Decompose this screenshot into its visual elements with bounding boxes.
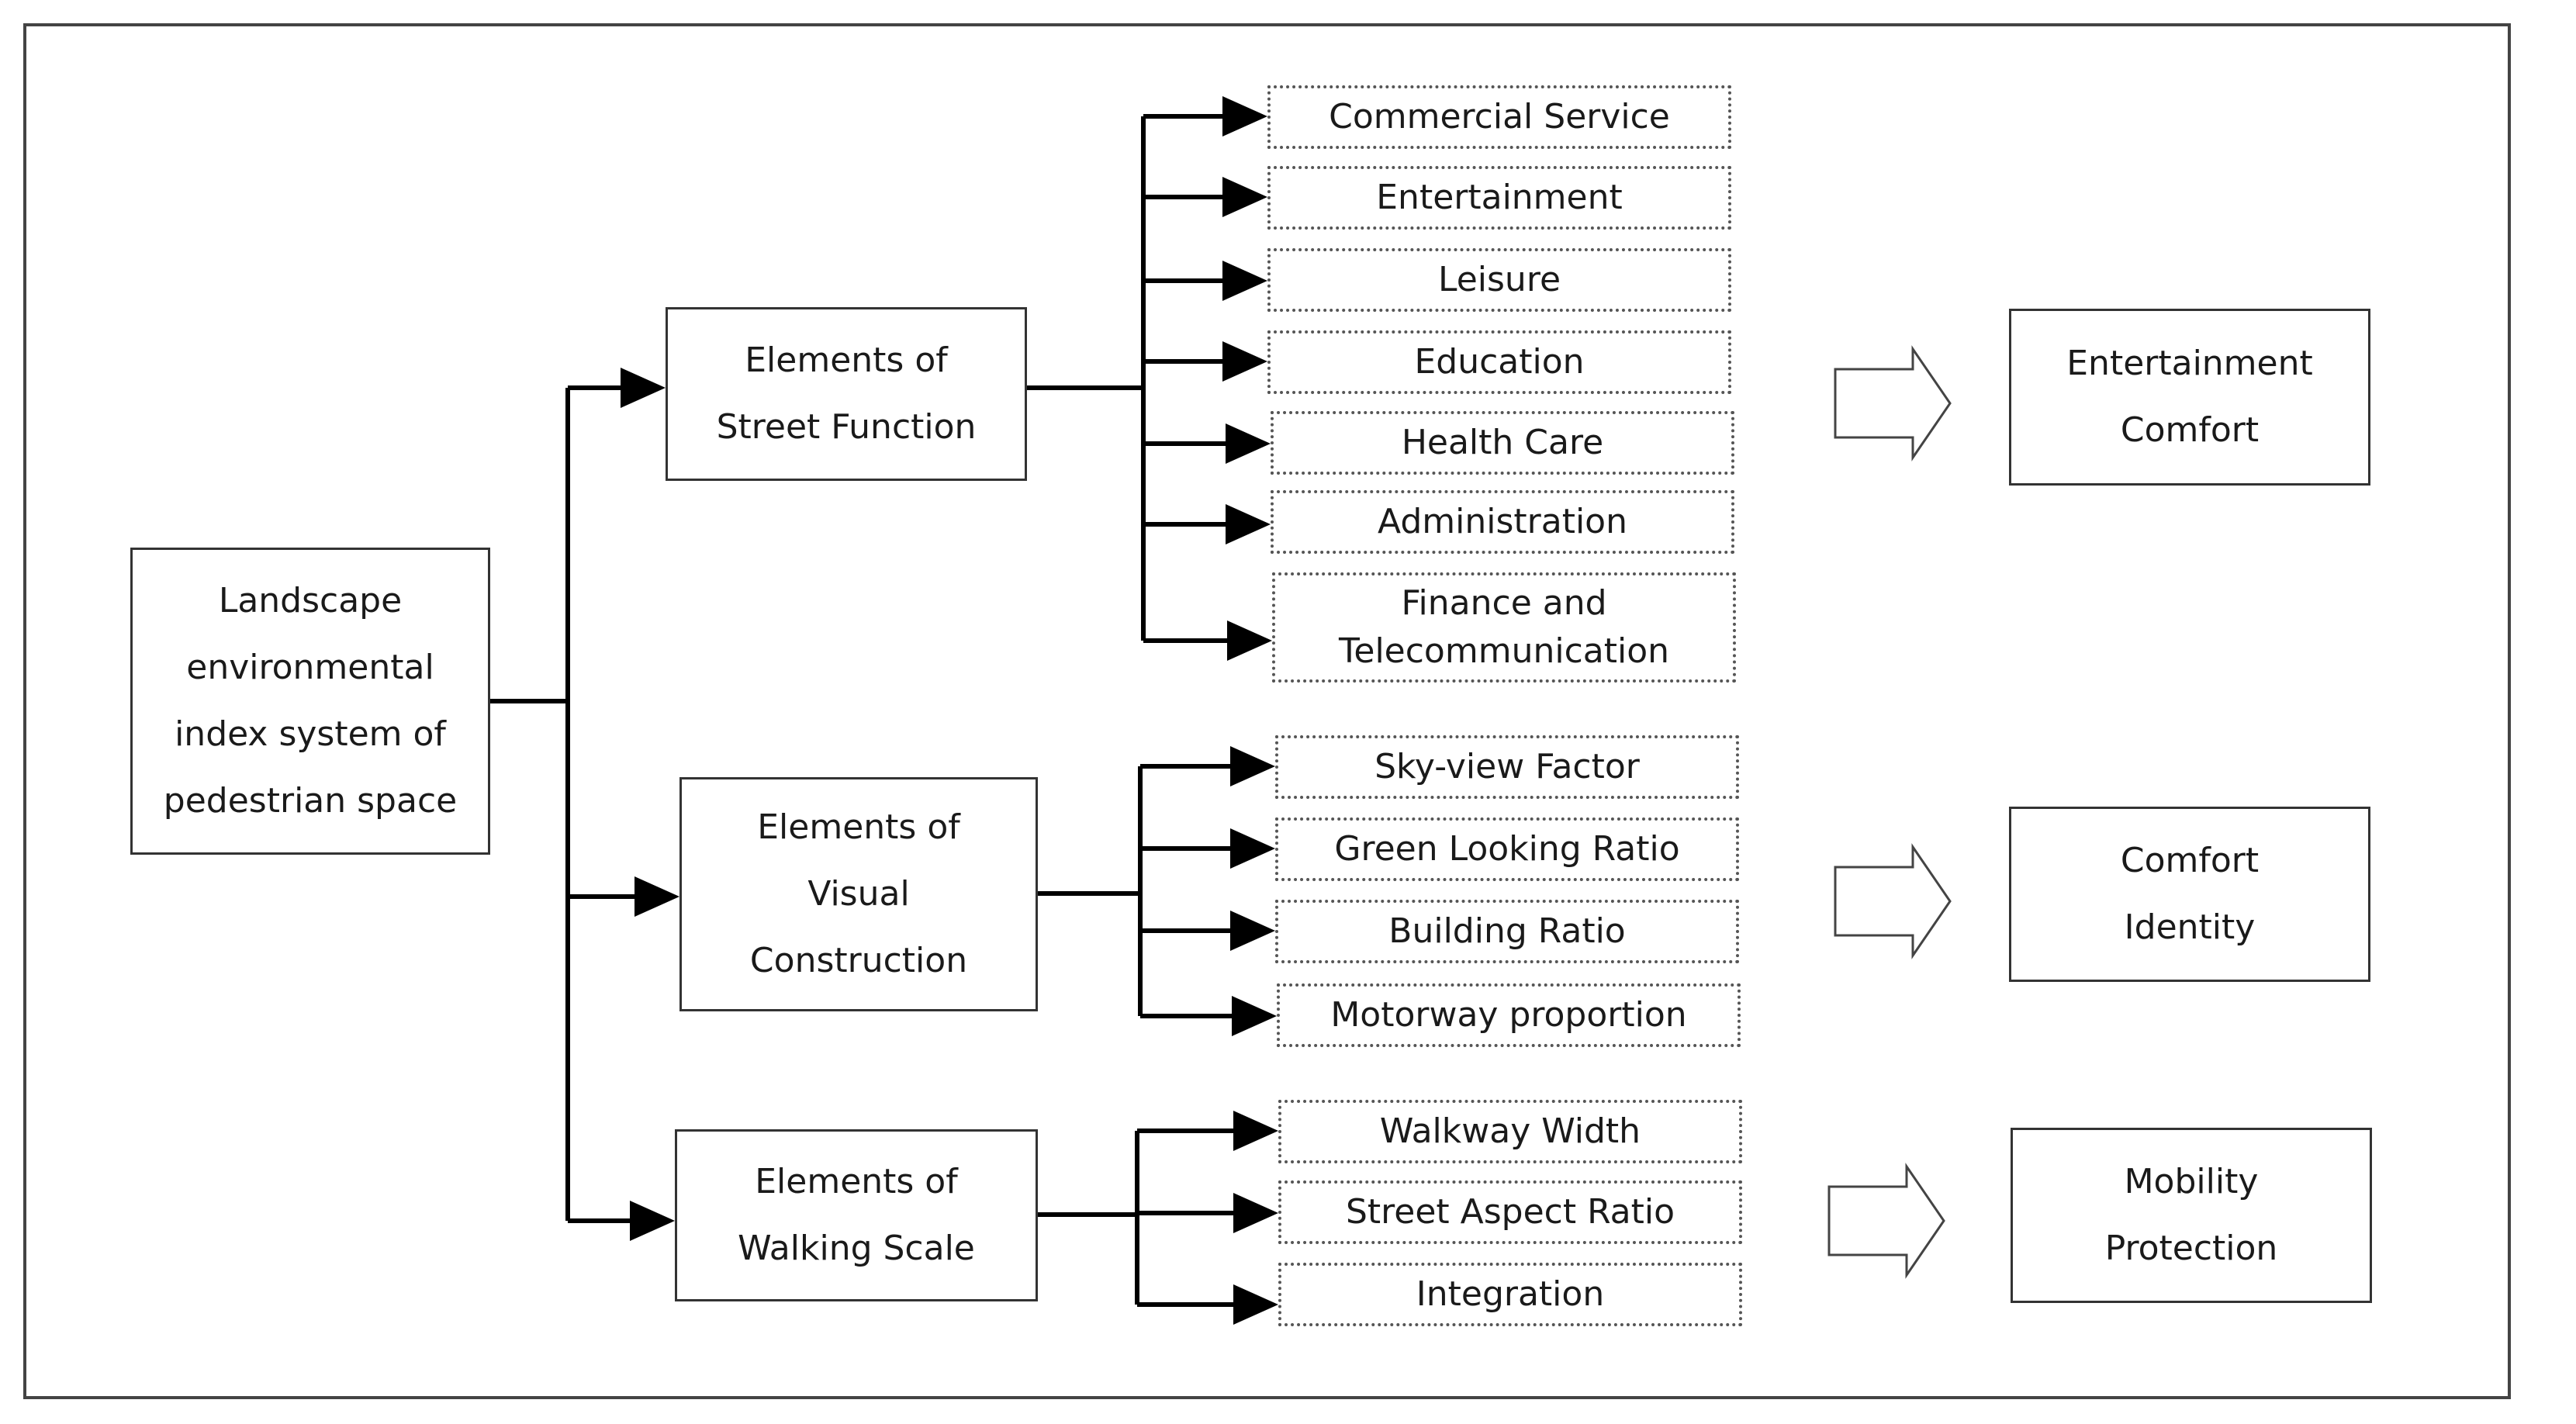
group-walking-scale: Elements of Walking Scale bbox=[675, 1129, 1038, 1301]
group2-branch-arrow-1 bbox=[1230, 746, 1275, 786]
item-label: Sky-view Factor bbox=[1374, 747, 1640, 786]
item-label: Administration bbox=[1378, 502, 1627, 541]
item-commercial-service: Commercial Service bbox=[1267, 85, 1731, 149]
item-integration: Integration bbox=[1278, 1263, 1742, 1326]
item-label: Leisure bbox=[1437, 260, 1561, 299]
outcome-arrow-1 bbox=[1834, 345, 1952, 461]
group1-branch-arrow-1 bbox=[1222, 96, 1267, 137]
item-building-ratio: Building Ratio bbox=[1275, 900, 1739, 963]
group2-branch-arrow-3 bbox=[1230, 911, 1275, 951]
group-label: Elements of Walking Scale bbox=[738, 1162, 975, 1268]
group-label: Elements of Visual Construction bbox=[749, 807, 968, 980]
root-to-group-arrow-3 bbox=[630, 1201, 675, 1241]
group3-branch-arrow-2 bbox=[1233, 1193, 1278, 1233]
group2-branch-arrow-4 bbox=[1232, 996, 1277, 1036]
group1-branch-arrow-2 bbox=[1222, 177, 1267, 217]
outcome-label: Comfort Identity bbox=[2120, 841, 2260, 947]
group-label: Elements of Street Function bbox=[716, 340, 977, 447]
outcome-label: Mobility Protection bbox=[2104, 1162, 2278, 1268]
diagram-frame bbox=[23, 23, 2511, 1399]
outcome-arrow-2 bbox=[1834, 843, 1952, 959]
item-label: Commercial Service bbox=[1329, 97, 1670, 137]
item-label: Walkway Width bbox=[1379, 1111, 1641, 1151]
group1-branch-arrow-7 bbox=[1227, 620, 1272, 661]
group1-branch-arrow-3 bbox=[1222, 261, 1267, 301]
item-finance-telecommunication: Finance and Telecommunication bbox=[1272, 572, 1736, 683]
group2-branch-arrow-2 bbox=[1230, 828, 1275, 869]
group3-branch-arrow-3 bbox=[1233, 1284, 1278, 1325]
item-leisure: Leisure bbox=[1267, 248, 1731, 312]
item-administration: Administration bbox=[1271, 490, 1734, 554]
group1-branch-arrow-5 bbox=[1226, 423, 1271, 464]
root-node: Landscape environmental index system of … bbox=[130, 548, 490, 855]
outcome-comfort-identity: Comfort Identity bbox=[2009, 807, 2370, 982]
item-label: Education bbox=[1414, 342, 1585, 382]
group3-branch-arrow-1 bbox=[1233, 1111, 1278, 1151]
group-visual-construction: Elements of Visual Construction bbox=[679, 777, 1038, 1011]
item-motorway-proportion: Motorway proportion bbox=[1277, 983, 1741, 1047]
item-label: Green Looking Ratio bbox=[1334, 829, 1680, 869]
group1-branch-arrow-6 bbox=[1226, 504, 1271, 544]
group1-branch-arrow-4 bbox=[1222, 341, 1267, 382]
item-label: Motorway proportion bbox=[1330, 995, 1687, 1035]
item-education: Education bbox=[1267, 330, 1731, 394]
item-entertainment: Entertainment bbox=[1267, 166, 1731, 230]
item-label: Finance and Telecommunication bbox=[1338, 583, 1670, 671]
group-street-function: Elements of Street Function bbox=[666, 307, 1027, 481]
item-green-looking-ratio: Green Looking Ratio bbox=[1275, 817, 1739, 881]
item-street-aspect-ratio: Street Aspect Ratio bbox=[1278, 1180, 1742, 1244]
item-health-care: Health Care bbox=[1271, 411, 1734, 475]
root-node-label: Landscape environmental index system of … bbox=[163, 581, 458, 821]
item-label: Building Ratio bbox=[1388, 911, 1626, 951]
outcome-arrow-3 bbox=[1827, 1163, 1945, 1279]
root-to-group-arrow-2 bbox=[634, 876, 679, 917]
root-to-group-arrow-1 bbox=[621, 368, 666, 408]
item-sky-view-factor: Sky-view Factor bbox=[1275, 735, 1739, 799]
outcome-mobility-protection: Mobility Protection bbox=[2011, 1128, 2372, 1303]
item-walkway-width: Walkway Width bbox=[1278, 1100, 1742, 1163]
item-label: Entertainment bbox=[1376, 178, 1623, 217]
item-label: Street Aspect Ratio bbox=[1345, 1192, 1675, 1232]
item-label: Integration bbox=[1416, 1274, 1605, 1314]
outcome-label: Entertainment Comfort bbox=[2066, 344, 2313, 450]
item-label: Health Care bbox=[1401, 423, 1604, 462]
outcome-entertainment-comfort: Entertainment Comfort bbox=[2009, 309, 2370, 486]
